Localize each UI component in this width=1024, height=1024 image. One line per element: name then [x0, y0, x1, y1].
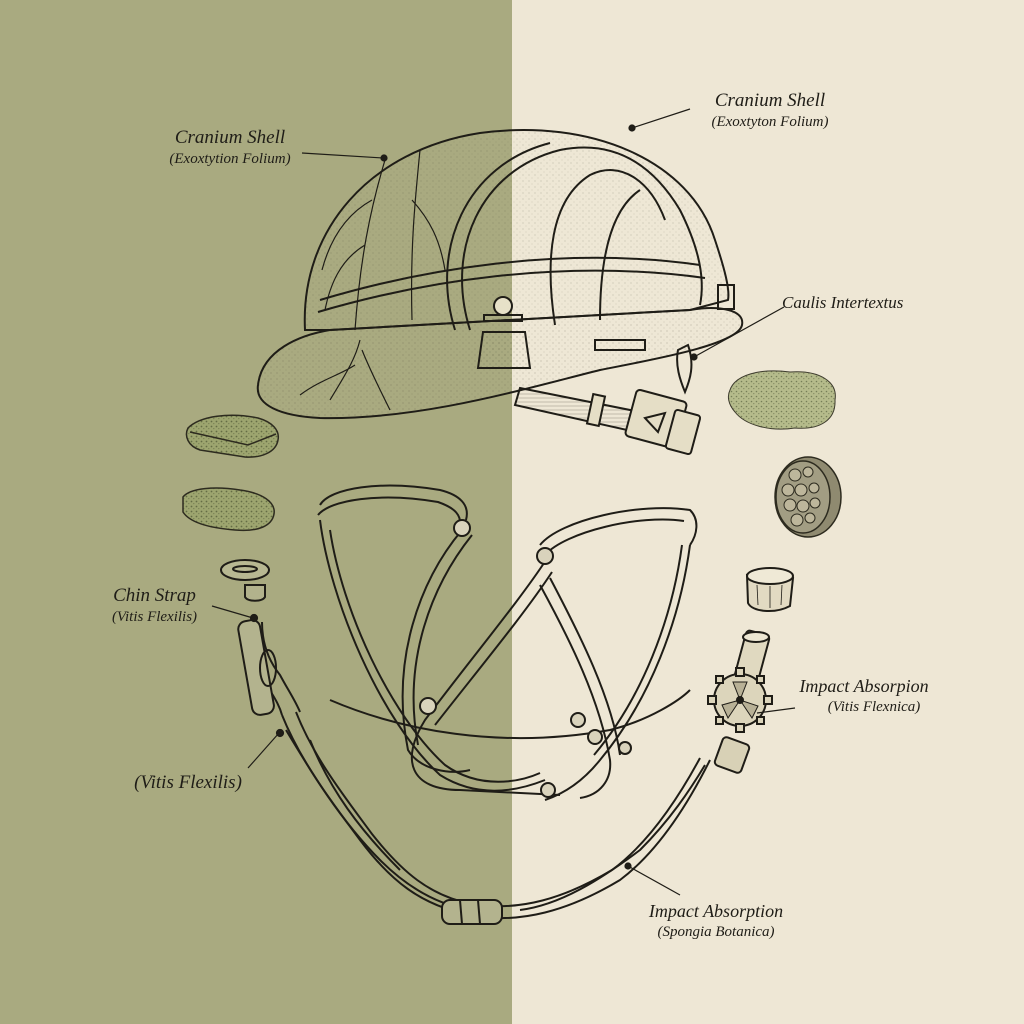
label-main: (Vitis Flexilis) [134, 772, 242, 793]
label-main: Chin Strap [113, 585, 196, 606]
label-cranium-shell-right: Cranium Shell (Exoxtyton Folium) [690, 89, 850, 132]
honeycomb-disc [774, 456, 842, 538]
label-cranium-shell-left: Cranium Shell (Exoxtytion Folium) [150, 126, 310, 169]
label-main: Cranium Shell [714, 90, 826, 111]
label-vitis-flexilis: (Vitis Flexilis) [118, 771, 258, 795]
label-sub: (Vitis Flexnica) [827, 698, 921, 715]
woven-suspension-harness [317, 484, 698, 801]
label-sub: (Exoxtyton Folium) [711, 113, 829, 130]
label-chin-strap: Chin Strap (Vitis Flexilis) [92, 584, 217, 627]
helmet-shell [256, 129, 744, 420]
label-main: Impact Absorpion [799, 676, 929, 696]
label-caulis-intertextus: Caulis Intertextus [782, 292, 932, 313]
rivet-button [220, 559, 270, 602]
label-sub: (Exoxtytion Folium) [169, 150, 291, 167]
label-impact-absorption-gear: Impact Absorpion (Vitis Flexnica) [784, 675, 944, 716]
label-impact-absorption-sponge: Impact Absorption (Spongia Botanica) [636, 900, 796, 941]
moss-pad-left-irregular [182, 487, 275, 532]
label-main: Cranium Shell [174, 127, 286, 148]
leader-lines [211, 108, 796, 896]
label-sub: (Spongia Botanica) [657, 923, 775, 940]
label-sub: (Vitis Flexilis) [111, 608, 198, 625]
label-main: Impact Absorption [648, 901, 784, 921]
strap-buckle [513, 386, 702, 456]
moss-pad-right [727, 370, 836, 430]
wooden-cup [745, 567, 795, 612]
braided-vine-chin-strap [237, 619, 711, 925]
gear-buckle [707, 629, 773, 774]
label-main: Caulis Intertextus [782, 293, 904, 312]
moss-pad-left-rect [185, 414, 280, 458]
